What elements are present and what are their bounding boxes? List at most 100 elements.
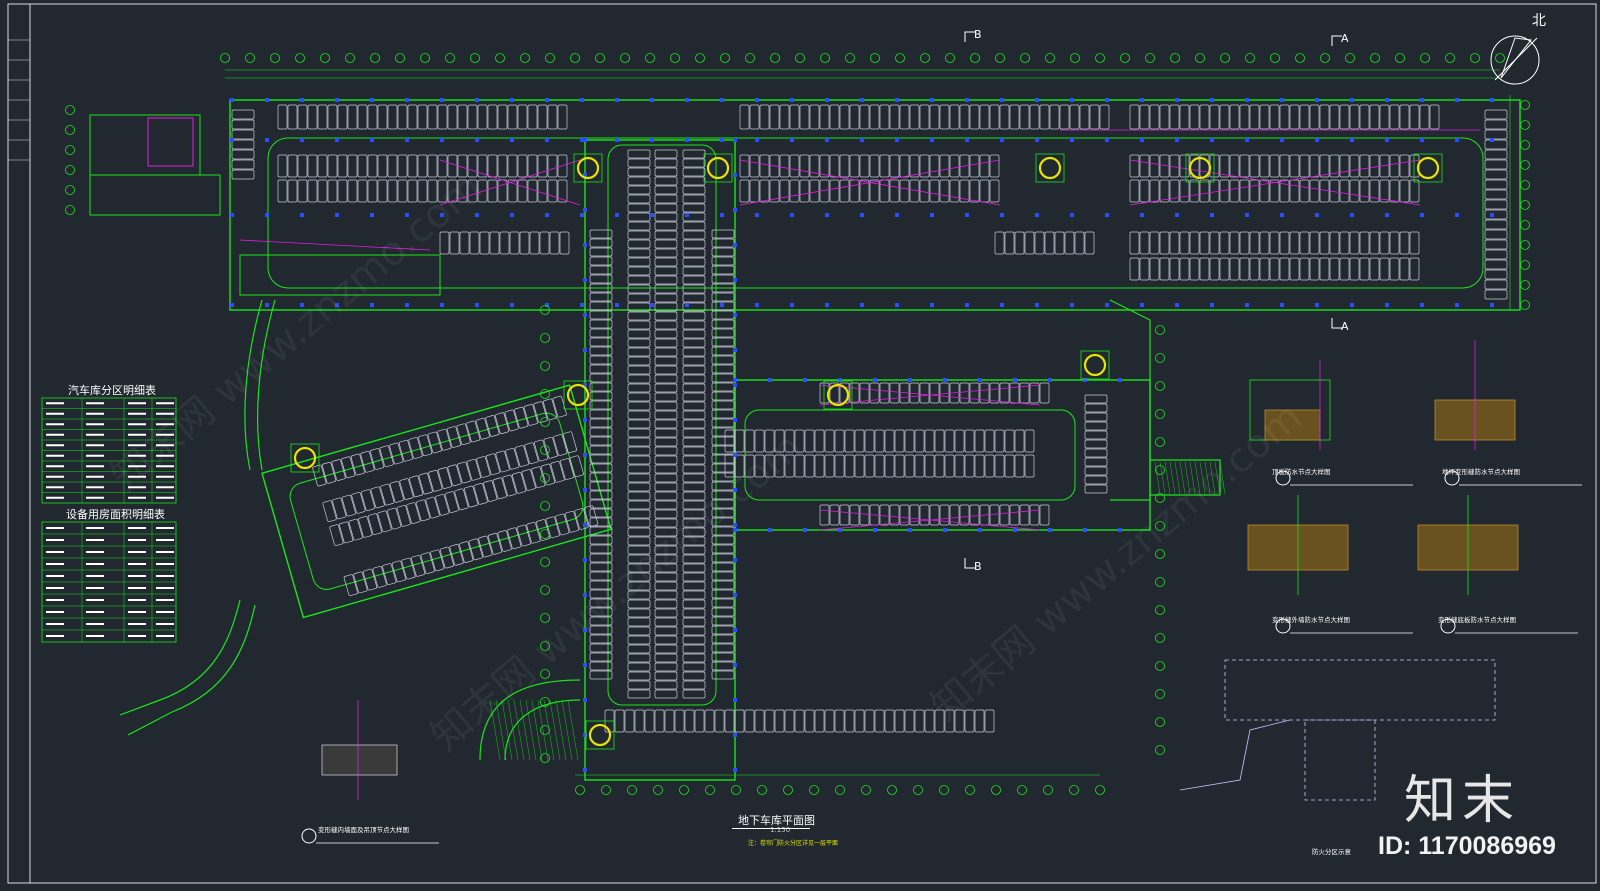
parking-stall — [287, 154, 298, 178]
axis-bubble — [370, 53, 380, 63]
parking-stall — [1484, 209, 1508, 220]
detail-number-circle — [1275, 618, 1291, 634]
parking-stall — [654, 302, 678, 312]
axis-bubble — [1520, 200, 1530, 210]
parking-stall — [682, 311, 706, 321]
parking-stall — [1379, 104, 1390, 130]
parking-stall — [682, 680, 706, 690]
axis-bubble — [939, 785, 949, 795]
column — [510, 303, 514, 307]
parking-stall — [524, 442, 539, 465]
axis-bubble — [720, 53, 730, 63]
parking-stall — [919, 504, 930, 526]
parking-stall — [497, 530, 512, 552]
parking-stall — [1029, 104, 1040, 130]
column — [1385, 98, 1389, 102]
parking-stall — [1149, 179, 1160, 203]
table-cell-text — [86, 527, 104, 529]
axis-bubble — [295, 53, 305, 63]
column — [733, 348, 737, 352]
parking-stall — [370, 486, 385, 509]
parking-stall — [1484, 259, 1508, 270]
parking-stall — [1259, 257, 1270, 281]
parking-stall — [477, 179, 488, 203]
parking-stall — [387, 179, 398, 203]
parking-stall — [1484, 149, 1508, 160]
parking-stall — [627, 617, 651, 627]
parking-stall — [989, 382, 1000, 404]
column — [1175, 213, 1179, 217]
parking-stall — [543, 398, 558, 421]
parking-stall — [682, 554, 706, 564]
axis-bubble — [65, 205, 75, 215]
parking-stall — [1169, 179, 1180, 203]
parking-stall — [949, 154, 960, 178]
column — [1118, 528, 1122, 532]
parking-stall — [874, 429, 885, 453]
table-cell-text — [156, 539, 174, 541]
parking-stall — [350, 453, 365, 476]
parking-stall — [337, 179, 348, 203]
column — [230, 138, 234, 142]
parking-stall — [711, 400, 735, 410]
parking-stall — [654, 311, 678, 321]
parking-stall — [754, 709, 765, 733]
parking-stall — [1409, 231, 1420, 255]
parking-stall — [487, 154, 498, 178]
parking-stall — [734, 429, 745, 453]
parking-stall — [704, 709, 715, 733]
column — [755, 213, 759, 217]
parking-stall — [739, 179, 750, 203]
parking-stall — [711, 607, 735, 617]
parking-stall — [724, 454, 735, 478]
column — [1013, 528, 1017, 532]
parking-stall — [899, 504, 910, 526]
parking-stall — [418, 434, 433, 457]
column — [583, 523, 587, 527]
parking-stall — [682, 167, 706, 177]
column — [838, 378, 842, 382]
parking-stall — [1484, 199, 1508, 210]
parking-stall — [654, 671, 678, 681]
axis-bubble — [220, 53, 230, 63]
column — [1245, 303, 1249, 307]
column — [265, 138, 269, 142]
column — [583, 418, 587, 422]
table-cell-text — [128, 575, 146, 577]
parking-stall — [874, 709, 885, 733]
parking-stall — [711, 598, 735, 608]
parking-stall — [430, 549, 445, 572]
parking-stall — [509, 231, 520, 255]
ramp-hatch-line — [495, 699, 507, 761]
parking-stall — [711, 373, 735, 383]
parking-stall — [799, 154, 810, 178]
parking-stall — [449, 543, 464, 566]
column — [1035, 98, 1039, 102]
parking-stall — [478, 535, 493, 558]
column — [685, 213, 689, 217]
parking-stall — [473, 482, 488, 505]
parking-stall — [824, 709, 835, 733]
parking-stall — [944, 709, 955, 733]
parking-stall — [869, 104, 880, 130]
column — [545, 98, 549, 102]
parking-stall — [654, 167, 678, 177]
parking-stall — [954, 429, 965, 453]
parking-stall — [849, 504, 860, 526]
parking-stall — [724, 709, 735, 733]
parking-stall — [654, 212, 678, 222]
parking-stall — [654, 709, 665, 733]
parking-stall — [869, 382, 880, 404]
sheet-frame — [7, 3, 1597, 884]
parking-stall — [358, 516, 373, 538]
parking-stall — [1229, 104, 1240, 130]
column — [1210, 213, 1214, 217]
parking-stall — [654, 266, 678, 276]
parking-stall — [654, 509, 678, 519]
parking-stall — [1009, 104, 1020, 130]
column — [335, 213, 339, 217]
parking-stall — [682, 662, 706, 672]
axis-bubble — [470, 53, 480, 63]
parking-stall — [884, 709, 895, 733]
parking-stall — [654, 689, 678, 699]
